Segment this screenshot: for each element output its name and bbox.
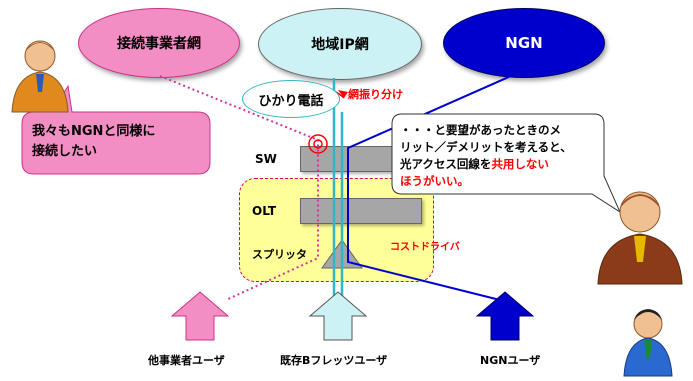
right-bubble-line-3: 光アクセス回線を共用しない	[400, 156, 572, 173]
olt-label: OLT	[252, 204, 277, 218]
ngn-user-arrow	[475, 291, 535, 341]
right-bubble-line-3-prefix: 光アクセス回線を	[400, 157, 492, 171]
ngn-network-label: NGN	[505, 34, 543, 52]
other-operator-network: 接続事業者網	[78, 8, 240, 78]
hikari-phone-label: ひかり電話	[258, 93, 324, 109]
right-bubble-line-2: リット／デメリットを考えると、	[400, 140, 572, 154]
existing-user-label: 既存Bフレッツユーザ	[280, 354, 388, 367]
left-bubble-text: 我々もNGNと同様に 接続したい	[32, 122, 155, 162]
olt-box	[300, 198, 422, 224]
splitter-label: スプリッタ	[252, 248, 307, 261]
other-operator-line	[159, 75, 319, 301]
regional-ip-network: 地域IP網	[258, 8, 422, 80]
left-bubble-line-1: 我々もNGNと同様に	[32, 124, 156, 139]
right-bubble-text: ・・・と要望があったときのメ リット／デメリットを考えると、 光アクセス回線を共…	[400, 122, 572, 190]
ngn-line	[347, 71, 521, 301]
split-point-outer	[308, 134, 328, 154]
other-operator-network-label: 接続事業者網	[117, 36, 201, 52]
ngn-network: NGN	[443, 8, 605, 78]
existing-user-arrow	[308, 291, 368, 341]
left-bubble-line-2: 接続したい	[32, 144, 98, 159]
sw-label: SW	[255, 152, 277, 166]
other-user-label: 他事業者ユーザ	[148, 354, 225, 367]
other-user-arrow	[170, 291, 230, 341]
regional-ip-network-label: 地域IP網	[311, 37, 369, 53]
right-bubble-line-3-highlight: 共用しない	[491, 157, 549, 171]
person-left-icon	[11, 40, 69, 113]
ngn-user-label: NGNユーザ	[480, 354, 541, 367]
right-bubble-line-4: ほうがいい。	[400, 174, 469, 188]
split-point-inner	[313, 139, 323, 149]
right-speech-bubble	[391, 113, 622, 214]
person-right-top-icon	[597, 191, 683, 285]
hikari-phone-ellipse: ひかり電話	[242, 80, 340, 118]
person-right-bottom-icon	[623, 309, 673, 377]
network-split-label: 網振り分け	[348, 88, 403, 101]
cost-driver-label: コストドライバ	[390, 242, 460, 253]
split-curve-arrowhead	[338, 90, 348, 98]
right-bubble-line-1: ・・・と要望があったときのメ	[400, 123, 561, 137]
